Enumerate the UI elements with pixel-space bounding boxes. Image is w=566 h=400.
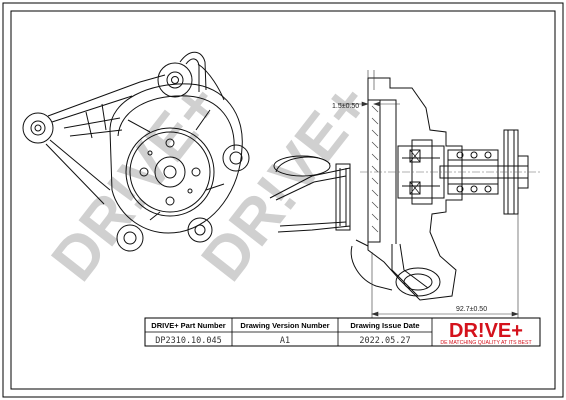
dimension-top xyxy=(340,70,400,107)
header-issue-date: Drawing Issue Date xyxy=(350,321,419,330)
dimension-top-label: 1.5±0.50 xyxy=(332,103,359,110)
title-block: DRIVE+ Part Number Drawing Version Numbe… xyxy=(144,317,541,347)
pump-section-view xyxy=(350,77,529,301)
outlet-pipe xyxy=(269,155,351,233)
value-issue-date: 2022.05.27 xyxy=(359,336,410,346)
dimension-bottom-label: 92.7±0.50 xyxy=(456,306,487,313)
header-version-number: Drawing Version Number xyxy=(240,321,329,330)
pump-front-view xyxy=(22,51,250,252)
brand-tagline: DE MATCHING QUALITY AT ITS BEST xyxy=(440,340,532,346)
header-part-number: DRIVE+ Part Number xyxy=(151,321,225,330)
brand-logo: DR!VE+ xyxy=(449,320,523,342)
inner-frame xyxy=(10,10,556,390)
value-version-number: A1 xyxy=(280,336,290,346)
value-part-number: DP2310.10.045 xyxy=(155,336,222,346)
dimension-bottom xyxy=(371,214,519,318)
